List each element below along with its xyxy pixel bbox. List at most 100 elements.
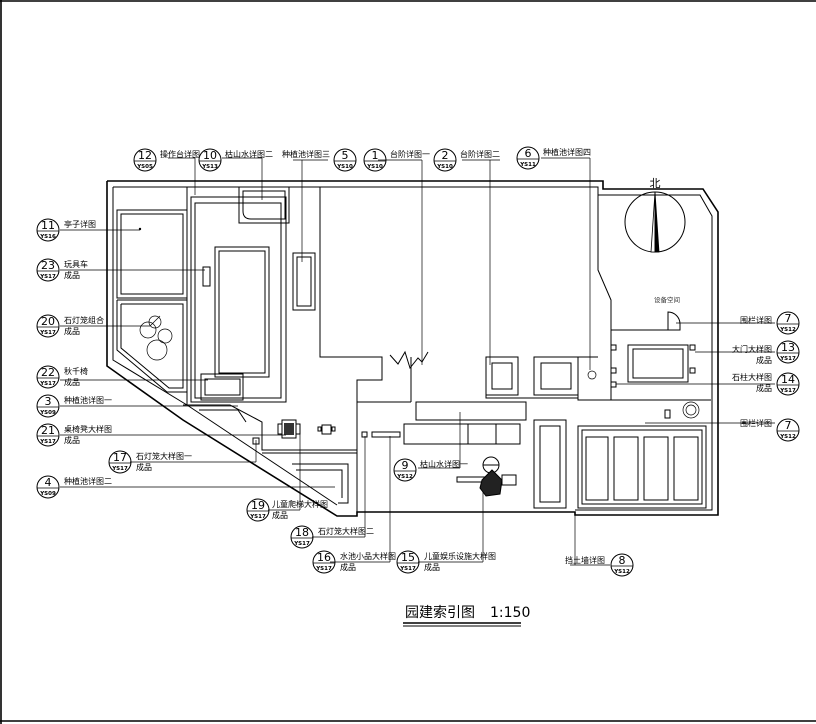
callout-number: 3 xyxy=(45,395,52,408)
callout-sheet-ref: YS17 xyxy=(249,514,266,520)
callout-bubble xyxy=(393,458,417,482)
callout-number: 17 xyxy=(113,451,127,464)
callout-number: 20 xyxy=(41,315,55,328)
callout-sheet-ref: YS12 xyxy=(779,327,796,333)
callout-number: 12 xyxy=(138,149,152,162)
callout-number: 11 xyxy=(41,219,55,232)
callout-label: 水池小品大样图 xyxy=(340,551,396,561)
callout-sublabel: 成品 xyxy=(64,435,80,445)
callout-sheet-ref: YS09 xyxy=(39,410,56,416)
callout-bubble xyxy=(312,550,336,574)
callout-sublabel: 成品 xyxy=(340,562,356,572)
callout-label: 石柱大样图 xyxy=(732,372,772,382)
callout-sheet-ref: YS16 xyxy=(39,234,56,240)
right-steps xyxy=(485,187,711,419)
callout-label: 台阶详图二 xyxy=(460,149,500,159)
callout-sublabel: 成品 xyxy=(272,510,288,520)
callout-bubble xyxy=(290,525,314,549)
callout-label: 种植池详图二 xyxy=(64,476,112,486)
callout-number: 18 xyxy=(295,526,309,539)
callout-sublabel: 成品 xyxy=(756,355,772,365)
callout-sublabel: 成品 xyxy=(64,326,80,336)
callout-number: 16 xyxy=(317,551,331,564)
callout-sheet-ref: YS17 xyxy=(779,388,796,394)
callout-label: 秋千椅 xyxy=(64,366,88,376)
callout-bubble xyxy=(776,311,800,335)
callout-bubble xyxy=(396,550,420,574)
callout-bubble xyxy=(36,423,60,447)
callout-sheet-ref: YS17 xyxy=(293,541,310,547)
callout-number: 6 xyxy=(525,147,532,160)
callout-sublabel: 成品 xyxy=(64,377,80,387)
drawing-title-block: 园建索引图 1:150 xyxy=(403,604,530,627)
callout-sheet-ref: YS17 xyxy=(111,466,128,472)
callout-label: 桌椅凳大样图 xyxy=(64,424,112,434)
pavilion-area xyxy=(116,187,188,405)
callout-label: 石灯笼大样图一 xyxy=(136,451,192,461)
callout-sheet-ref: YS17 xyxy=(39,274,56,280)
callout-number: 8 xyxy=(619,554,626,567)
callout-number: 19 xyxy=(251,499,265,512)
callout-number: 2 xyxy=(442,149,449,162)
callout-label: 台阶详图一 xyxy=(390,149,430,159)
drawing-title: 园建索引图 xyxy=(405,604,475,621)
callout-bubble xyxy=(36,475,60,499)
callout-label: 围栏详图 xyxy=(740,418,772,428)
callout-label: 种植池详图三 xyxy=(282,149,330,159)
callout-bubble xyxy=(363,148,387,172)
callout-number: 4 xyxy=(45,476,52,489)
callout-bubble xyxy=(776,372,800,396)
callout-bubble xyxy=(610,553,634,577)
callout-sheet-ref: YS17 xyxy=(399,566,416,572)
callout-bubble xyxy=(36,314,60,338)
callout-number: 9 xyxy=(402,459,409,472)
callout-label: 亭子详图 xyxy=(64,219,96,229)
callout-bubble xyxy=(198,148,222,172)
callout-bubble xyxy=(36,258,60,282)
callout-number: 23 xyxy=(41,259,55,272)
lower-left-furniture xyxy=(183,404,357,504)
callout-sheet-ref: YS10 xyxy=(336,164,353,170)
callout-sheet-ref: YS12 xyxy=(613,569,630,575)
callout-number: 22 xyxy=(41,366,55,379)
callout-number: 21 xyxy=(41,424,55,437)
callout-sheet-ref: YS10 xyxy=(366,164,383,170)
callout-label: 儿童爬梯大样图 xyxy=(272,499,328,509)
callout-label: 玩具车 xyxy=(64,259,88,269)
callout-sheet-ref: YS17 xyxy=(779,356,796,362)
callout-bubble xyxy=(246,498,270,522)
callout-sheet-ref: YS17 xyxy=(39,439,56,445)
callout-bubble xyxy=(108,450,132,474)
center-lower xyxy=(356,401,527,512)
callout-label: 围栏详图 xyxy=(740,315,772,325)
callout-label: 操作台详图 xyxy=(160,149,200,159)
callout-sheet-ref: YS13 xyxy=(201,164,218,170)
callout-bubble xyxy=(36,365,60,389)
callout-sublabel: 成品 xyxy=(424,562,440,572)
callout-bubble xyxy=(433,148,457,172)
callout-number: 15 xyxy=(401,551,415,564)
leader-lines xyxy=(60,157,775,566)
callout-sheet-ref: YS12 xyxy=(396,474,413,480)
callout-label: 枯山水详图一 xyxy=(420,459,468,469)
